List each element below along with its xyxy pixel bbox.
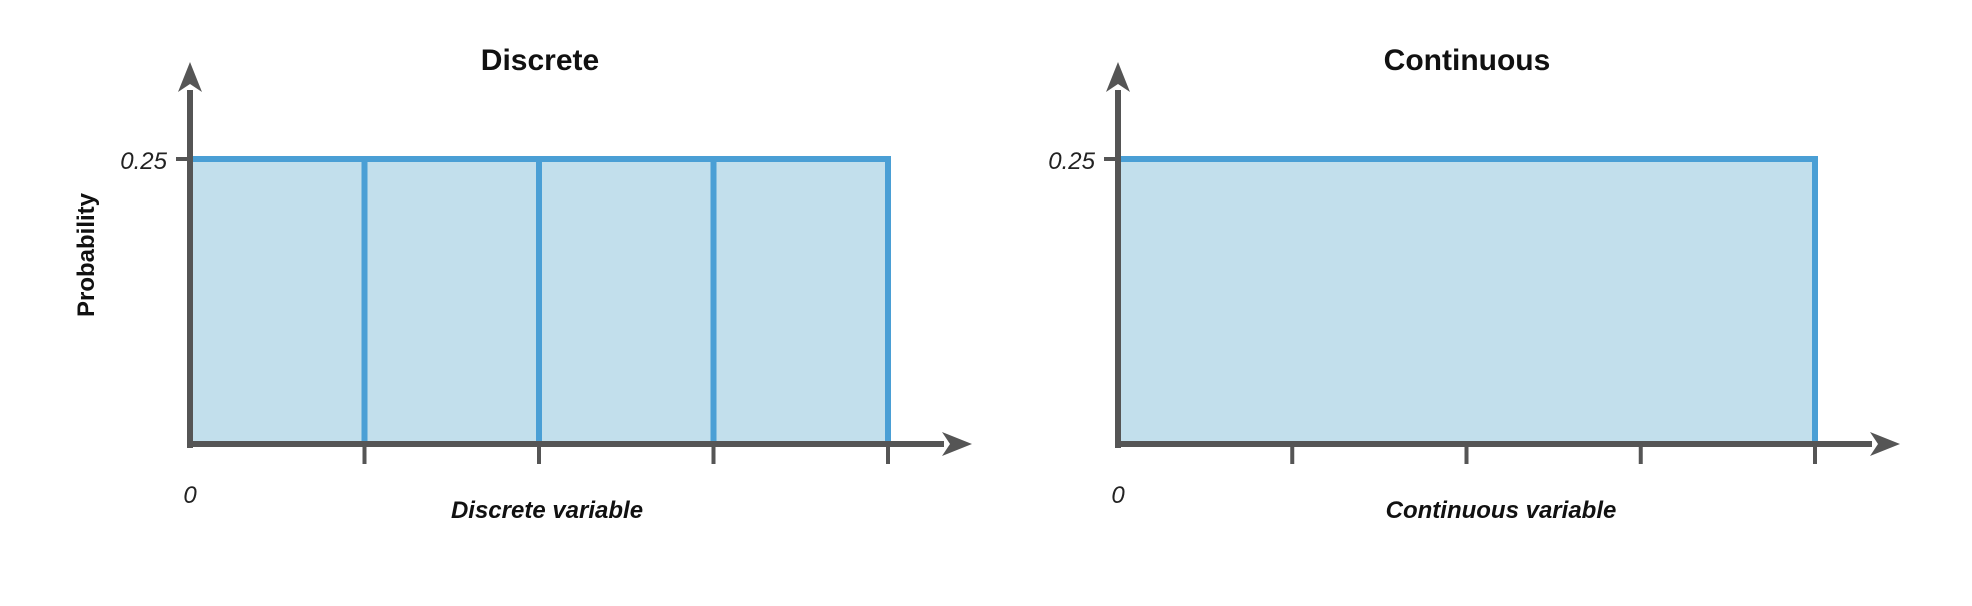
x-tick-label: 0	[183, 482, 197, 509]
bar	[710, 156, 891, 447]
bar	[536, 156, 717, 447]
bar	[187, 156, 368, 447]
area-group	[1115, 156, 1818, 447]
discrete-chart: Discrete Probability 0.25 0 Discrete var…	[73, 44, 972, 524]
x-tick-label: 0	[1111, 482, 1125, 509]
y-axis-label: Probability	[73, 192, 100, 317]
continuous-chart: Continuous 0.25 0 Continuous variable	[1048, 44, 1900, 524]
axes-group	[176, 62, 972, 464]
x-axis-label: Discrete variable	[451, 497, 643, 524]
uniform-area	[1115, 156, 1818, 447]
axes-group	[1104, 62, 1900, 464]
y-tick-label: 0.25	[1048, 148, 1095, 175]
bar	[361, 156, 542, 447]
x-axis-label: Continuous variable	[1386, 497, 1617, 524]
chart-title: Discrete	[481, 44, 599, 77]
y-tick-label: 0.25	[120, 148, 167, 175]
bars-group	[187, 156, 891, 447]
chart-title: Continuous	[1384, 44, 1551, 77]
